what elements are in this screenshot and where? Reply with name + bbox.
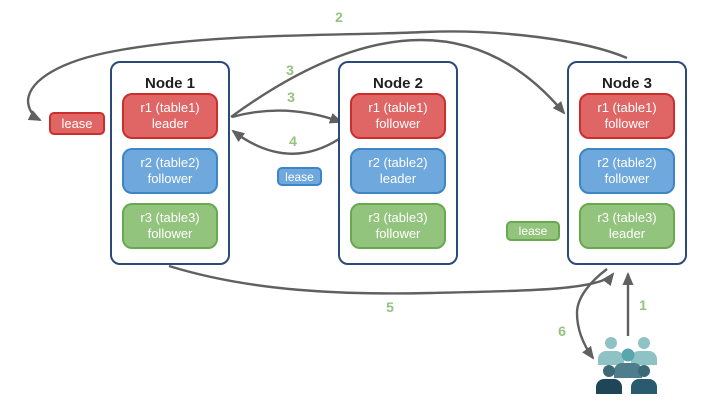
replica-label: r3 (table3) (368, 210, 428, 225)
step-label-2: 2 (335, 9, 343, 25)
replica-label: r2 (table2) (368, 155, 428, 170)
lease-badge-r3: lease (506, 221, 560, 241)
arrow-step-2-node3-to-lease1 (26, 30, 628, 122)
node-1-replica-r3: r3 (table3) follower (122, 203, 218, 249)
node-2: Node 2 r1 (table1) follower r2 (table2) … (338, 61, 458, 265)
node-1: Node 1 r1 (table1) leader r2 (table2) fo… (110, 61, 230, 265)
replica-label: r1 (table1) (597, 100, 657, 115)
replica-label: r3 (table3) (597, 210, 657, 225)
node-1-replica-r1: r1 (table1) leader (122, 93, 218, 139)
step-label-3a: 3 (286, 62, 294, 78)
lease-badge-r1: lease (49, 112, 105, 135)
arrow-step-4-node2-to-leader (231, 129, 340, 155)
step-label-1: 1 (639, 297, 647, 313)
arrow-step-3-leader-to-node3 (230, 38, 566, 118)
replica-role: follower (375, 226, 421, 241)
replica-role: leader (608, 226, 646, 241)
step-label-6: 6 (558, 323, 566, 339)
arrow-step-6-node3-to-users (575, 268, 608, 360)
lease-badge-r2: lease (277, 167, 322, 186)
node-3-replica-r2: r2 (table2) follower (579, 148, 675, 194)
arrow-step-3-leader-to-node2 (231, 109, 343, 124)
step-label-4: 4 (289, 133, 297, 149)
node-2-replica-r2: r2 (table2) leader (350, 148, 446, 194)
node-2-title: Node 2 (372, 75, 423, 92)
replica-label: r2 (table2) (140, 155, 200, 170)
replica-role: follower (604, 116, 650, 131)
replica-role: follower (604, 171, 650, 186)
replica-label: r1 (table1) (140, 100, 200, 115)
replica-label: r3 (table3) (140, 210, 200, 225)
replica-label: r1 (table1) (368, 100, 428, 115)
node-3-replica-r1: r1 (table1) follower (579, 93, 675, 139)
node-3-replica-r3: r3 (table3) leader (579, 203, 675, 249)
replica-role: leader (151, 116, 189, 131)
node-3: Node 3 r1 (table1) follower r2 (table2) … (567, 61, 687, 265)
users-icon (596, 337, 657, 394)
replica-role: follower (147, 226, 193, 241)
replica-label: r2 (table2) (597, 155, 657, 170)
arrow-step-5-node1-to-node3 (168, 264, 615, 295)
step-label-5: 5 (386, 299, 394, 315)
replica-role: follower (375, 116, 421, 131)
node-2-replica-r3: r3 (table3) follower (350, 203, 446, 249)
step-label-3b: 3 (287, 89, 295, 105)
node-1-replica-r2: r2 (table2) follower (122, 148, 218, 194)
replica-role: leader (379, 171, 417, 186)
replica-role: follower (147, 171, 193, 186)
node-1-title: Node 1 (144, 75, 195, 92)
node-2-replica-r1: r1 (table1) follower (350, 93, 446, 139)
node-3-title: Node 3 (601, 75, 652, 92)
